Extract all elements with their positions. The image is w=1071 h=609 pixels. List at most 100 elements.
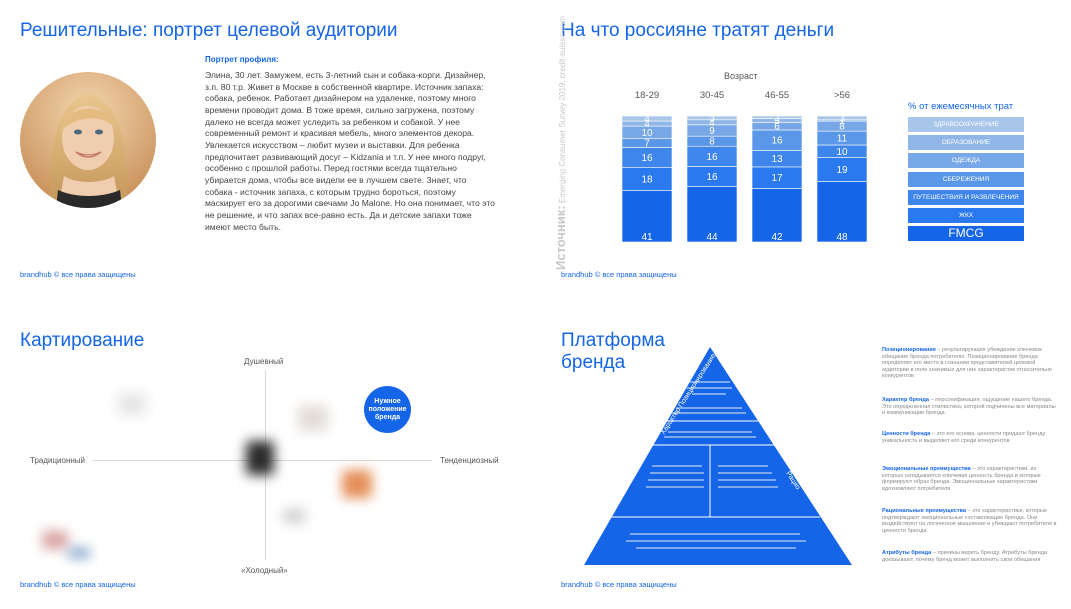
block-head: Эмоциональные преимущества — [882, 466, 971, 472]
profile-description: Элина, 30 лет. Замужем, есть 3-летний сы… — [205, 70, 495, 232]
slide3-footer: brandhub © все права защищены — [20, 580, 136, 589]
needed-brand-position: Нужное положение бренда — [364, 386, 411, 433]
profile-photo — [20, 72, 156, 208]
competitor-logo-blurred — [283, 509, 305, 523]
bar-data-label: 4 — [644, 114, 650, 125]
axis-label-right: Тенденциозный — [440, 456, 499, 465]
bar-data-label: 6 — [774, 122, 780, 133]
competitor-logo-blurred — [298, 405, 328, 431]
bar-data-label: 1 — [839, 116, 845, 127]
bar-data-label: 4 — [644, 119, 650, 130]
brand-pyramid: Характер Позиционирование Ценности Эмоци… — [580, 347, 852, 565]
bar-segment — [816, 115, 868, 121]
bar-data-label: 42 — [771, 232, 783, 243]
axis-label-left: Традиционный — [30, 456, 86, 465]
legend-item: ОБРАЗОВАНИЕ — [908, 135, 1024, 151]
bar-data-label: 16 — [641, 153, 653, 164]
bar-data-label: 4 — [709, 118, 715, 129]
pyramid-shape — [584, 347, 852, 565]
block-text: – результирующее убеждение ключевое обещ… — [882, 347, 1052, 380]
block-head: Характер бренда — [882, 397, 930, 403]
bar-segment — [686, 115, 738, 121]
bar-segment — [816, 181, 868, 243]
competitor-logo-blurred — [118, 393, 146, 415]
bar-data-label: 3 — [709, 113, 715, 124]
age-tick-label: 30-45 — [700, 90, 724, 101]
source-text: Emerging Consumer Survey 2019, credit-su… — [558, 15, 567, 204]
slide4-title: Платформа бренда — [561, 330, 665, 373]
slide1-title: Решительные: портрет целевой аудитории — [20, 20, 398, 41]
woman-portrait-image — [20, 72, 156, 208]
bar-segment — [686, 186, 738, 243]
bar-segment — [621, 115, 673, 122]
bar-data-label: 17 — [771, 173, 783, 184]
competitor-logo-blurred — [42, 531, 68, 549]
age-axis-title: Возраст — [724, 71, 758, 81]
competitor-logo-blurred — [68, 548, 90, 558]
slide1-footer: brandhub © все права защищены — [20, 270, 136, 279]
bar-data-label: 16 — [771, 136, 783, 147]
bar-data-label: 16 — [706, 152, 718, 163]
block-text: – причины верить бренду. Атрибуты бренда… — [882, 550, 1048, 563]
bar-segment — [751, 188, 803, 243]
age-tick-label: 46-55 — [765, 90, 789, 101]
slide2-footer: brandhub © все права защищены — [561, 270, 677, 279]
spending-bar-chart: 18-294118167104430-45441616894346-554217… — [621, 90, 868, 243]
legend-item: ЖКХ — [908, 208, 1024, 223]
pyramid-label-left-mid: Эмоции — [610, 447, 630, 472]
platform-block-attributes: Атрибуты бренда – причины верить бренду.… — [882, 550, 1057, 563]
legend-item: ПУТЕШЕСТВИЯ И РАЗВЛЕЧЕНИЯ — [908, 189, 1024, 205]
bar-data-label: 8 — [709, 137, 715, 148]
bar-data-label: 48 — [836, 232, 848, 243]
pyramid-placeholder-text — [626, 381, 806, 549]
platform-block-positioning: Позиционирование – результирующее убежде… — [882, 347, 1057, 380]
legend-item: ОДЕЖДА — [908, 153, 1024, 169]
bar-data-label: 10 — [836, 147, 848, 158]
legend-item: ЗДРАВООХРАНЕНИЕ — [908, 117, 1024, 132]
block-head: Позиционирование — [882, 347, 936, 353]
source-label: Источник: — [553, 205, 568, 270]
platform-block-rational: Рациональные преимущества – это характер… — [882, 508, 1057, 534]
bar-data-label: 10 — [641, 128, 653, 139]
bar-data-label: 16 — [706, 172, 718, 183]
bar-data-label: 18 — [641, 175, 653, 186]
age-tick-label: 18-29 — [635, 90, 659, 101]
slide3-title: Картирование — [20, 330, 145, 351]
block-text: – это его основа, ценности придают бренд… — [882, 431, 1046, 444]
legend-title: % от ежемесячных трат — [908, 101, 1014, 112]
source-note: Источник: Emerging Consumer Survey 2019,… — [553, 10, 568, 270]
block-head: Атрибуты бренда — [882, 550, 932, 556]
bar-data-label: 2 — [774, 113, 780, 124]
competitor-logo-blurred — [246, 441, 274, 475]
block-head: Ценности бренда — [882, 431, 931, 437]
age-tick-label: >56 — [834, 90, 850, 101]
legend-item: СБЕРЕЖЕНИЯ — [908, 171, 1024, 187]
block-text: – это характеристики, из которых складыв… — [882, 466, 1041, 492]
bar-data-label: 41 — [641, 232, 653, 243]
bar-data-label: 8 — [839, 122, 845, 133]
needed-position-label: Нужное положение бренда — [368, 397, 407, 421]
slide2-title: На что россияне тратят деньги — [561, 20, 835, 41]
axis-label-top: Душевный — [244, 357, 284, 366]
block-head: Рациональные преимущества — [882, 508, 966, 514]
bar-segment — [621, 190, 673, 243]
bar-segment — [751, 115, 803, 119]
competitor-logo-blurred — [342, 470, 372, 498]
bar-data-label: 7 — [644, 139, 650, 150]
slide4-footer: brandhub © все права защищены — [561, 580, 677, 589]
bar-data-label: 3 — [839, 113, 845, 124]
platform-block-values: Ценности бренда – это его основа, ценнос… — [882, 431, 1057, 444]
bar-data-label: 19 — [836, 165, 848, 176]
block-text: – это характеристики, которые подтвержда… — [882, 508, 1057, 534]
bar-data-label: 13 — [771, 154, 783, 165]
bar-data-label: 9 — [709, 126, 715, 137]
platform-block-emotional: Эмоциональные преимущества – это характе… — [882, 466, 1057, 492]
bar-data-label: 3 — [774, 116, 780, 127]
axis-label-bottom: «Холодный» — [241, 566, 288, 575]
bar-data-label: 11 — [837, 134, 848, 145]
platform-block-character: Характер бренда – персонификация, ощущен… — [882, 397, 1057, 417]
legend-item: FMCG — [908, 226, 1024, 242]
block-text: – персонификация, ощущение нашего бренда… — [882, 397, 1056, 417]
bar-data-label: 44 — [706, 232, 718, 243]
profile-heading: Портрет профиля: — [205, 55, 279, 64]
